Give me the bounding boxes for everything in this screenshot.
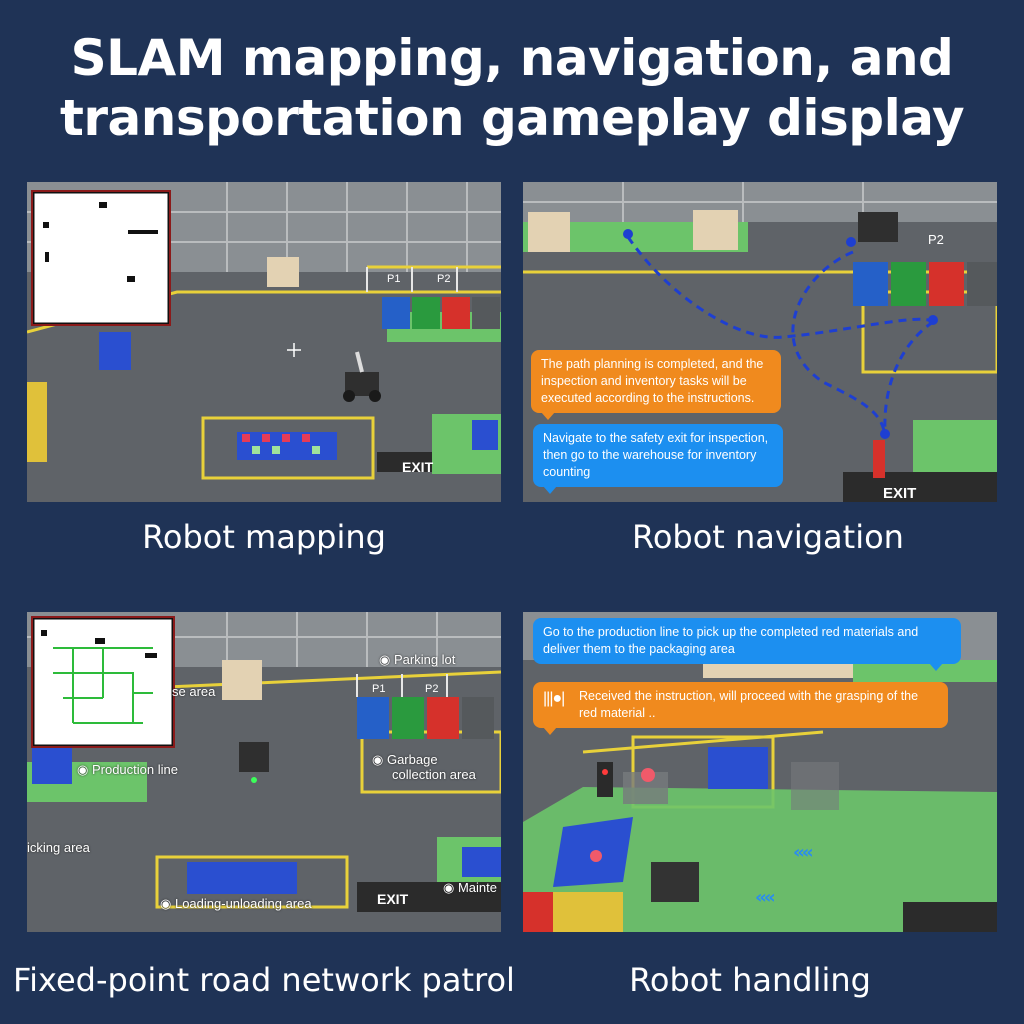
patrol-scene: P1 P2 EXIT [27, 612, 501, 932]
patrol-panel: P1 P2 EXIT ◉ Parking lot se area ◉ Produ… [27, 612, 501, 932]
p1-sign: P1 [372, 683, 385, 695]
mapping-caption: Robot mapping [142, 518, 386, 556]
direction-arrows: ‹‹‹‹ [755, 887, 776, 908]
handling-caption: Robot handling [629, 961, 871, 999]
navigation-panel: P2 EXIT The path planning is completed, … [523, 182, 997, 502]
title-line-1: SLAM mapping, navigation, and [70, 29, 954, 87]
location-pin-icon: ◉ [443, 880, 455, 895]
maintenance-label: ◉ Mainte [443, 880, 497, 895]
path-planning-bubble: The path planning is completed, and the … [531, 350, 781, 420]
title-line-2: transportation gameplay display [59, 89, 965, 147]
mapping-scene: P1 P2 EXIT [27, 182, 501, 502]
p2-sign: P2 [425, 683, 438, 695]
location-pin-icon: ◉ [379, 652, 391, 667]
loading-unloading-label: ◉ Loading-unloading area [160, 896, 312, 911]
exit-sign: EXIT [402, 459, 434, 475]
handling-scene [523, 612, 997, 932]
location-pin-icon: ◉ [160, 896, 172, 911]
exit-sign: EXIT [377, 891, 409, 907]
page-title: SLAM mapping, navigation, and transporta… [0, 28, 1024, 148]
grasp-response-bubble: |||●| Received the instruction, will pro… [533, 682, 948, 735]
navigation-caption: Robot navigation [632, 518, 904, 556]
slam-map-inset [31, 190, 171, 326]
exit-sign: EXIT [883, 485, 916, 502]
navigate-instruction-bubble: Navigate to the safety exit for inspecti… [533, 424, 783, 494]
mapping-panel: P1 P2 EXIT [27, 182, 501, 502]
handling-panel: Go to the production line to pick up the… [523, 612, 997, 932]
storage-area-label: se area [172, 684, 216, 699]
parking-lot-label: ◉ Parking lot [379, 652, 456, 667]
p2-sign: P2 [437, 273, 450, 285]
production-line-label: ◉ Production line [77, 762, 178, 777]
picking-area-label: icking area [27, 840, 90, 855]
location-pin-icon: ◉ [372, 752, 384, 767]
p1-sign: P1 [387, 273, 400, 285]
direction-arrows-upper: ‹‹‹‹ [793, 842, 814, 863]
road-network-map-inset [31, 616, 175, 748]
sound-wave-icon: |||●| [543, 690, 565, 707]
patrol-caption: Fixed-point road network patrol [13, 961, 515, 999]
p2-sign: P2 [928, 232, 944, 247]
pickup-instruction-bubble: Go to the production line to pick up the… [533, 618, 961, 671]
garbage-collection-label: ◉ Garbage collection area [372, 752, 476, 782]
location-pin-icon: ◉ [77, 762, 89, 777]
